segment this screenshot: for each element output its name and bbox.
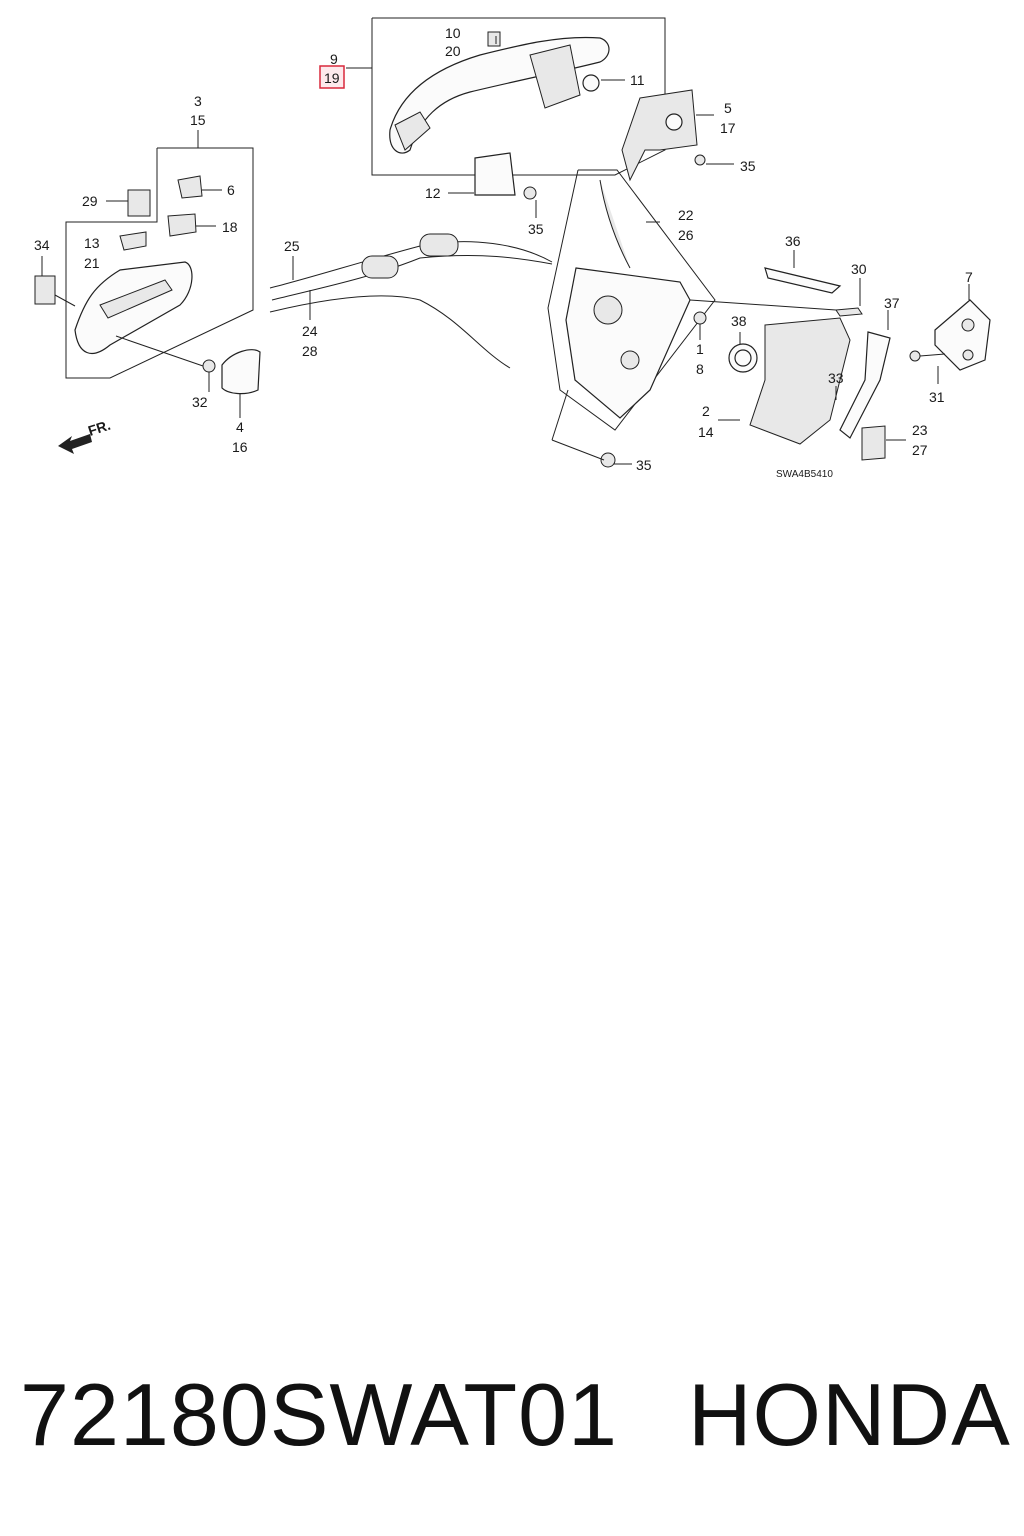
callout-37: 36 [785, 233, 801, 249]
callout-labels: 9 19 10 20 11 5 17 35 12 35 3 15 29 6 18… [34, 25, 973, 473]
callout-25: 25 [284, 238, 300, 254]
callout-4: 4 [236, 419, 244, 435]
latch-assembly [547, 169, 991, 468]
callout-19: 19 [324, 70, 340, 86]
inside-handle-assembly [34, 147, 261, 395]
callout-24: 24 [302, 323, 318, 339]
caption-bar: 72180SWAT01 HONDA [20, 1360, 1010, 1470]
callout-23: 23 [912, 422, 928, 438]
callout-17: 17 [720, 120, 736, 136]
callout-22: 22 [678, 207, 694, 223]
callout-10: 10 [445, 25, 461, 41]
callout-1: 1 [696, 341, 704, 357]
callout-39: 38 [731, 313, 747, 329]
callout-18: 18 [222, 219, 238, 235]
callout-34: 34 [34, 237, 50, 253]
highlight-box-19 [319, 65, 345, 89]
callout-26: 26 [678, 227, 694, 243]
callout-3: 3 [194, 93, 202, 109]
callout-15: 15 [190, 112, 206, 128]
callout-13: 13 [84, 235, 100, 251]
callout-8: 8 [696, 361, 704, 377]
callout-31: 31 [929, 389, 945, 405]
callout-33: 33 [828, 370, 844, 386]
front-direction-label: FR. [86, 417, 112, 439]
callout-28: 28 [302, 343, 318, 359]
leader-lines [41, 36, 970, 465]
callout-11: 11 [630, 72, 645, 88]
callout-32: 32 [192, 394, 208, 410]
callout-14: 14 [698, 424, 714, 440]
callout-29: 29 [82, 193, 98, 209]
callout-20: 20 [445, 43, 461, 59]
part-number: 72180SWAT01 [20, 1365, 618, 1464]
callout-7: 7 [965, 269, 973, 285]
callout-35-top: 35 [740, 158, 756, 174]
callout-2: 2 [702, 403, 710, 419]
callout-35-mid: 35 [528, 221, 544, 237]
callout-16: 16 [232, 439, 248, 455]
cables [269, 233, 553, 369]
callout-6: 6 [227, 182, 235, 198]
parts-diagram: 9 19 10 20 11 5 17 35 12 35 3 15 29 6 18… [34, 17, 991, 480]
callout-30: 30 [851, 261, 867, 277]
callout-5: 5 [724, 100, 732, 116]
callout-36: 35 [636, 457, 652, 473]
outside-handle-assembly [371, 17, 706, 200]
callout-27: 27 [912, 442, 928, 458]
front-direction-arrow: FR. [58, 417, 112, 454]
diagram-code: SWA4B5410 [776, 469, 833, 480]
callout-9: 9 [330, 51, 338, 67]
callout-21: 21 [84, 255, 100, 271]
callout-38: 37 [884, 295, 900, 311]
callout-12: 12 [425, 185, 441, 201]
brand-name: HONDA [688, 1365, 1011, 1464]
